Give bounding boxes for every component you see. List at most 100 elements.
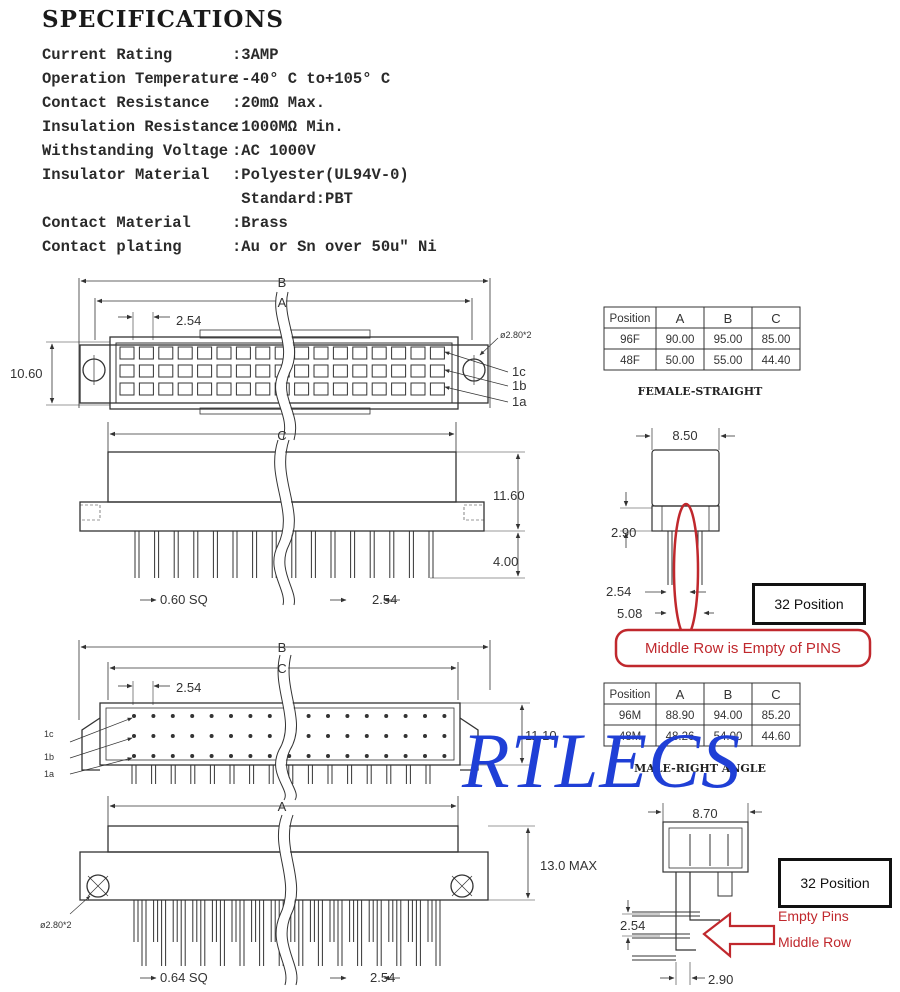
male-dim-hole: ø2.80*2 xyxy=(40,920,72,930)
male-break-line-edge xyxy=(275,654,298,801)
male-contact-dot xyxy=(403,714,408,718)
male-row-1c: 1c xyxy=(44,729,54,739)
male-contact-dot xyxy=(306,734,311,738)
female-dim-height: 10.60 xyxy=(10,366,43,381)
female-contact-cell xyxy=(235,364,251,378)
female-dim-pitch2: 2.54 xyxy=(372,592,397,607)
male-contact-dot xyxy=(364,734,369,738)
female-side-width: 8.50 xyxy=(672,428,697,443)
female-contact-cell xyxy=(158,382,174,396)
male-dim-b: B xyxy=(278,640,287,655)
female-profile-break xyxy=(273,438,294,607)
female-contact-cell xyxy=(138,364,154,378)
female-dim-pin-sq: 0.60 SQ xyxy=(160,592,208,607)
male-bottom-break-edge xyxy=(275,814,298,986)
female-contact-cell xyxy=(197,382,213,396)
middle-row-note: Middle Row is Empty of PINS xyxy=(645,639,841,657)
female-contact-cell xyxy=(294,364,310,378)
spec-value: :Au or Sn over 50u" Ni xyxy=(232,238,437,256)
spec-label: Contact plating xyxy=(42,238,182,256)
male-contact-dot xyxy=(190,714,195,718)
female-table-header: Position xyxy=(610,313,651,325)
male-contact-dot xyxy=(267,754,272,758)
spec-title: SPECIFICATIONS xyxy=(42,6,285,33)
male-contact-dot xyxy=(229,714,233,718)
female-table-cell: 50.00 xyxy=(666,355,695,367)
male-table-cell: 85.20 xyxy=(762,710,791,722)
female-side-d2: 2.54 xyxy=(606,584,631,599)
spec-row-plating: Contact plating :Au or Sn over 50u" Ni xyxy=(42,238,437,256)
female-row-1c: 1c xyxy=(512,364,526,379)
middle-row-note-2: Middle Row xyxy=(778,934,852,950)
female-contact-cell xyxy=(255,382,271,396)
male-contact-dot xyxy=(384,734,389,738)
female-table-header: C xyxy=(771,311,780,326)
male-contact-dot xyxy=(442,714,447,718)
male-contact-dot xyxy=(306,754,311,758)
male-contact-dot xyxy=(209,714,214,718)
male-contact-dot xyxy=(267,734,272,738)
male-table-cell: 48.26 xyxy=(666,731,695,743)
female-table-cell: 96F xyxy=(620,334,640,346)
female-contact-cell xyxy=(410,364,426,378)
male-contact-dot xyxy=(442,734,447,738)
female-table-header: A xyxy=(676,311,685,326)
female-profile-view xyxy=(79,422,525,603)
female-contact-cell xyxy=(332,346,348,360)
male-table xyxy=(603,682,801,747)
male-contact-dot xyxy=(345,754,350,758)
female-contact-cell xyxy=(197,364,213,378)
male-dim-pitch2: 2.54 xyxy=(370,970,395,985)
spec-label: Insulator Material xyxy=(42,166,210,184)
male-contact-dot xyxy=(170,734,175,738)
female-contact-cell xyxy=(313,382,329,396)
male-row-1b: 1b xyxy=(44,752,54,762)
spec-row-contact-material: Contact Material:Brass xyxy=(42,214,288,232)
spec-row-insulator-standard: Standard:PBT xyxy=(42,190,353,208)
female-contact-cell xyxy=(235,382,251,396)
female-contact-cell xyxy=(255,346,271,360)
male-contact-dot xyxy=(423,734,427,738)
male-side-view xyxy=(622,803,762,985)
male-contact-dot xyxy=(248,754,253,758)
spec-value: Standard:PBT xyxy=(232,190,353,208)
spec-value: :3AMP xyxy=(232,46,279,64)
male-contact-dot xyxy=(170,714,175,718)
male-front-view xyxy=(69,640,530,775)
watermark-logo: RTLECS xyxy=(462,717,742,804)
female-contact-cell xyxy=(119,346,135,360)
male-table-cell: 44.60 xyxy=(762,731,791,743)
female-contact-cell xyxy=(216,364,232,378)
female-contact-cell xyxy=(429,382,445,396)
male-dim-pin-sq: 0.64 SQ xyxy=(160,970,208,985)
middle-row-highlight-oval xyxy=(672,502,700,638)
position-label-female: 32 Position xyxy=(752,583,866,625)
spec-label: Operation Temperature xyxy=(42,70,238,88)
spec-label: Current Rating xyxy=(42,46,173,64)
male-contact-dot xyxy=(326,754,330,758)
spec-label: Contact Resistance xyxy=(42,94,210,112)
female-contact-cell xyxy=(410,346,426,360)
male-contact-dot xyxy=(248,734,253,738)
female-row-1b: 1b xyxy=(512,378,526,393)
spec-row-voltage: Withstanding Voltage:AC 1000V xyxy=(42,142,316,160)
male-contact-dot xyxy=(326,734,330,738)
male-contact-dot xyxy=(190,734,195,738)
spec-value: :Brass xyxy=(232,214,288,232)
spec-row-insulation-resistance: Insulation Resistance:1000MΩ Min. xyxy=(42,118,344,136)
female-contact-cell xyxy=(371,346,387,360)
female-pins xyxy=(134,531,434,578)
female-dim-body-h: 11.60 xyxy=(493,488,525,503)
female-contact-cell xyxy=(391,382,407,396)
female-contact-cell xyxy=(371,382,387,396)
male-table-header: Position xyxy=(610,689,651,701)
male-dim-a: A xyxy=(278,799,287,814)
spec-value: :Polyester(UL94V-0) xyxy=(232,166,409,184)
female-break-line-edge xyxy=(275,291,297,441)
female-contact-cell xyxy=(177,364,193,378)
spec-value: :20mΩ Max. xyxy=(232,94,326,112)
female-table xyxy=(603,306,801,371)
female-side-d3: 5.08 xyxy=(617,606,642,621)
male-bottom-pins xyxy=(133,900,441,966)
female-contact-cell xyxy=(371,364,387,378)
